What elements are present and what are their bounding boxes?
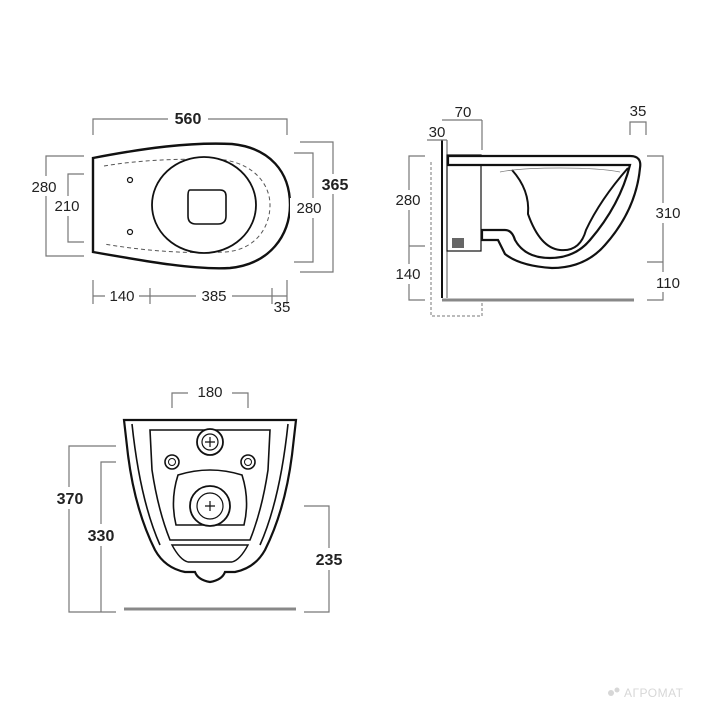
dim-line-365 — [300, 141, 334, 273]
side-view-bowl-outline — [446, 154, 642, 270]
side-view: 70 30 35 280 140 310 110 — [390, 103, 688, 317]
dim-label-330: 330 — [88, 528, 115, 545]
dim-label-365: 365 — [322, 177, 349, 194]
top-view-outlet — [187, 189, 227, 225]
dim-label-140-side: 140 — [395, 266, 420, 283]
dim-label-110: 110 — [656, 275, 680, 292]
top-view-rim-dashed — [103, 158, 271, 254]
dim-label-560: 560 — [175, 111, 202, 128]
side-view-wall-frame — [430, 162, 483, 317]
dim-label-280-left: 280 — [31, 179, 56, 196]
top-view: 560 280 210 365 280 140 385 35 — [24, 108, 354, 316]
dim-label-370: 370 — [57, 491, 84, 508]
dim-label-210: 210 — [54, 198, 79, 215]
dim-label-35-side: 35 — [630, 103, 647, 120]
side-view-bowl-inner — [511, 167, 629, 252]
top-view-mount-hole-lower — [126, 228, 134, 236]
dim-label-310: 310 — [655, 205, 680, 222]
dim-label-140-bottom: 140 — [109, 288, 134, 305]
dim-label-385: 385 — [201, 288, 226, 305]
dim-label-70: 70 — [455, 104, 472, 121]
dim-label-235: 235 — [316, 552, 343, 569]
top-view-mount-hole-upper — [126, 176, 134, 184]
watermark-text: АГРОМАТ — [624, 686, 684, 700]
dim-line-70 — [442, 119, 483, 150]
dim-label-35-bottom: 35 — [274, 299, 291, 316]
dim-line-side-right — [647, 155, 664, 301]
dim-line-back-left — [68, 445, 116, 613]
dim-label-30: 30 — [429, 124, 446, 141]
dim-line-35 — [629, 121, 647, 135]
dim-line-280-left — [45, 155, 84, 257]
dim-line-bottom — [92, 280, 288, 304]
watermark: АГРОМАТ — [608, 686, 684, 700]
dim-line-side-left — [408, 155, 425, 301]
dim-label-280-right: 280 — [296, 200, 321, 217]
back-view: 180 370 330 235 — [46, 382, 350, 613]
dim-label-280-side: 280 — [395, 192, 420, 209]
dim-label-180: 180 — [197, 384, 222, 401]
side-view-connection-block — [446, 154, 482, 252]
